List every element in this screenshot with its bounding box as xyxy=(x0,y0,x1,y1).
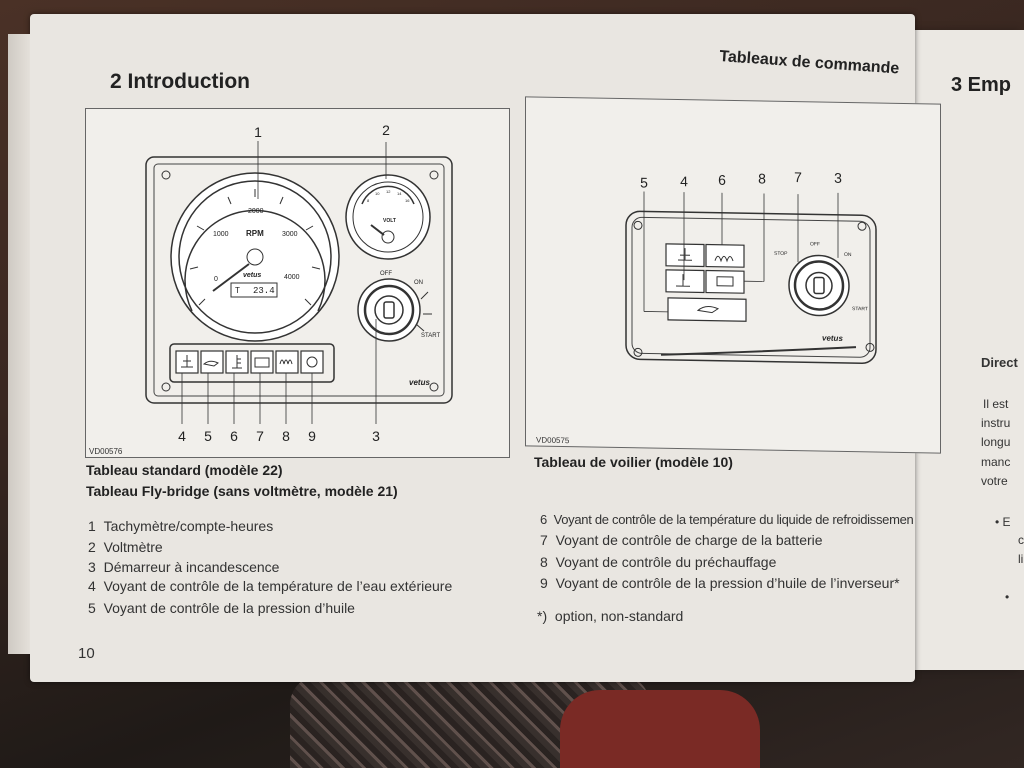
right-page-line: votre xyxy=(981,474,1008,488)
caption-flybridge-model: Tableau Fly-bridge (sans voltmètre, modè… xyxy=(86,483,398,499)
caption-standard-model: Tableau standard (modèle 22) xyxy=(86,462,283,478)
right-page-line: longu xyxy=(981,435,1011,449)
tach-tick: 4000 xyxy=(284,274,300,281)
callout-bottom: 3 xyxy=(372,428,380,444)
hour-meter-value: 23.4 xyxy=(253,286,275,296)
page-number: 10 xyxy=(78,645,95,662)
callout-top: 8 xyxy=(758,170,766,186)
right-page-line: Il est xyxy=(983,397,1009,411)
switch-label: START xyxy=(421,333,440,339)
right-page-line: manc xyxy=(981,455,1011,469)
switch-label: ON xyxy=(844,252,852,258)
volt-label: VOLT xyxy=(383,218,396,224)
switch-label: START xyxy=(852,306,868,312)
tach-brand: vetus xyxy=(243,272,261,279)
list-item: 6 Voyant de contrôle de la température d… xyxy=(540,512,914,527)
right-page-bullet: c xyxy=(1018,533,1024,547)
list-item: 3 Démarreur à incandescence xyxy=(88,559,280,575)
right-page-bullet: li xyxy=(1018,552,1024,566)
right-page-bullet: • E xyxy=(995,515,1011,529)
figure-standard-panel: 1 2 4 5 6 7 8 9 3 0 1000 2000 3000 4000 … xyxy=(85,108,510,458)
volt-tick: 10 xyxy=(375,191,380,196)
callout-top: 4 xyxy=(680,173,688,189)
callout-top: 6 xyxy=(718,172,726,188)
callout-bottom: 4 xyxy=(178,428,186,444)
volt-tick: 8 xyxy=(367,198,370,203)
list-item: 4 Voyant de contrôle de la température d… xyxy=(88,578,453,594)
panel-brand: vetus xyxy=(409,378,430,387)
volt-tick: 12 xyxy=(386,189,391,194)
sailboat-panel-drawing: 5 4 6 8 7 3 STOP OFF ON START vetus xyxy=(625,169,877,365)
figure-code: VD00575 xyxy=(536,435,570,446)
tach-tick: 3000 xyxy=(282,231,298,238)
standard-panel-drawing: 1 2 4 5 6 7 8 9 3 0 1000 2000 3000 4000 … xyxy=(145,122,453,444)
next-section-title: 3 Emp xyxy=(951,74,1012,96)
list-item: 1 Tachymètre/compte-heures xyxy=(88,518,274,534)
callout-top: 5 xyxy=(640,174,648,190)
footnote: *) option, non-standard xyxy=(537,608,684,624)
callout-bottom: 9 xyxy=(308,428,316,444)
tach-unit: RPM xyxy=(246,229,264,238)
right-page-bullet: • xyxy=(1005,590,1010,604)
callout-bottom: 6 xyxy=(230,428,238,444)
list-item: 9 Voyant de contrôle de la pression d’hu… xyxy=(540,575,900,591)
right-page-line: instru xyxy=(981,416,1011,430)
tach-tick: 1000 xyxy=(213,231,229,238)
callout-bottom: 8 xyxy=(282,428,290,444)
list-item: 8 Voyant de contrôle du préchauffage xyxy=(540,554,777,570)
hour-meter-label: T xyxy=(235,286,240,295)
section-title: 2 Introduction xyxy=(110,70,250,93)
figure-code: VD00576 xyxy=(89,447,123,456)
volt-tick: 16 xyxy=(405,198,410,203)
right-page-heading: Direct xyxy=(981,355,1018,370)
tach-tick: 0 xyxy=(214,276,218,283)
panel-brand: vetus xyxy=(822,334,843,343)
volt-tick: 14 xyxy=(397,191,402,196)
tach-tick: 2000 xyxy=(248,208,264,215)
callout-bottom: 7 xyxy=(256,428,264,444)
list-item: 5 Voyant de contrôle de la pression d’hu… xyxy=(88,600,355,616)
switch-label: OFF xyxy=(810,241,820,247)
switch-label: ON xyxy=(414,280,423,286)
switch-label: STOP xyxy=(774,251,788,257)
figure-sailboat-panel: 5 4 6 8 7 3 STOP OFF ON START vetus VD00… xyxy=(525,96,941,454)
caption-sailboat-model: Tableau de voilier (modèle 10) xyxy=(534,454,733,470)
callout-top: 7 xyxy=(794,169,802,185)
list-item: 7 Voyant de contrôle de charge de la bat… xyxy=(540,532,823,548)
callout-top: 3 xyxy=(834,170,842,186)
callout-bottom: 5 xyxy=(204,428,212,444)
switch-label: OFF xyxy=(380,271,392,277)
list-item: 2 Voltmètre xyxy=(88,539,163,555)
callout-top: 2 xyxy=(382,122,390,138)
red-object-background xyxy=(560,690,760,768)
callout-top: 1 xyxy=(254,124,262,140)
